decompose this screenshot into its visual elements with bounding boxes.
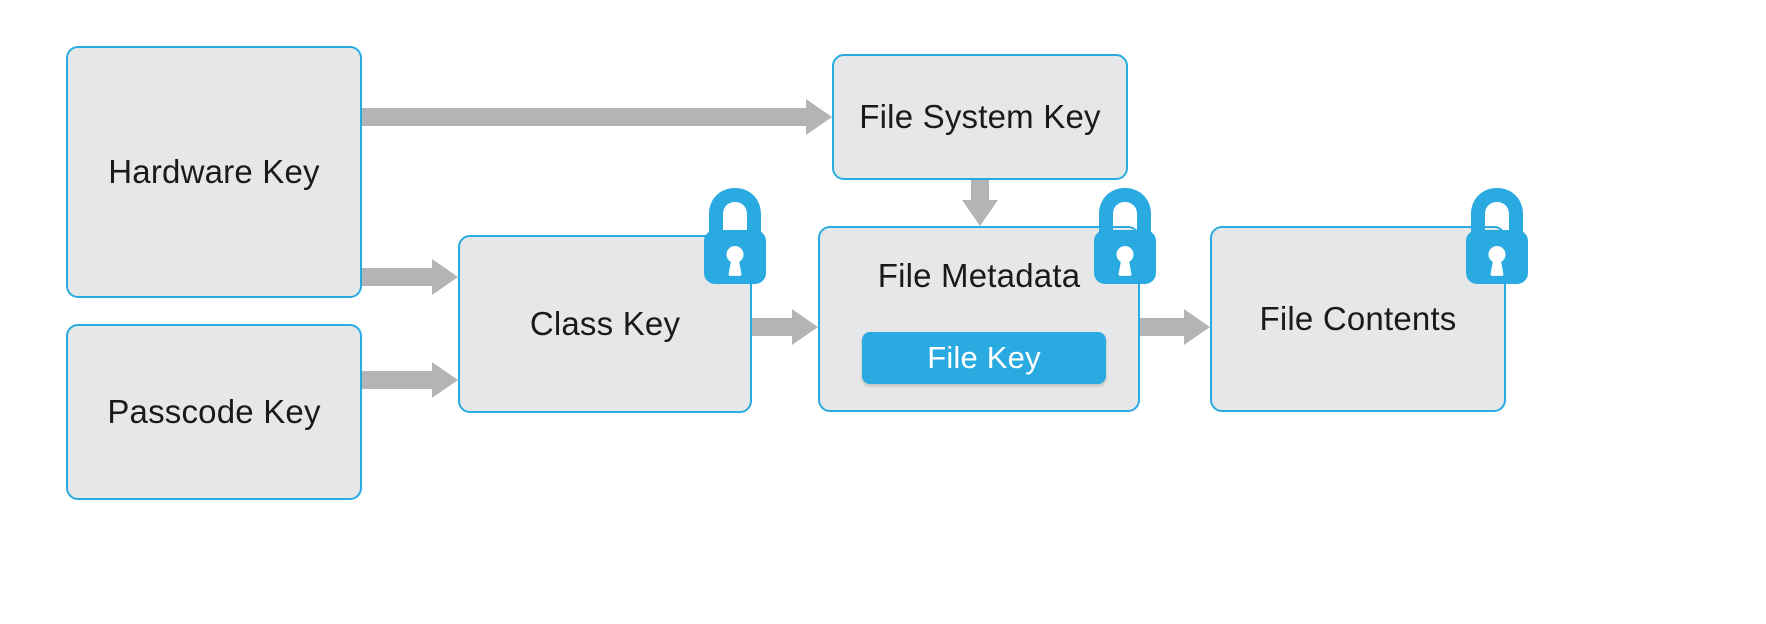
- arrow-shaft: [362, 371, 432, 389]
- arrow-shaft: [362, 268, 432, 286]
- node-file-contents[interactable]: File Contents: [1210, 226, 1506, 412]
- arrow-head: [962, 200, 998, 226]
- node-passcode-key[interactable]: Passcode Key: [66, 324, 362, 500]
- lock-icon: [1092, 186, 1158, 286]
- node-label: File System Key: [859, 97, 1101, 135]
- arrow-shaft: [362, 108, 806, 126]
- node-label: Class Key: [529, 304, 681, 342]
- inner-key-file-key[interactable]: File Key: [862, 332, 1106, 384]
- lock-icon: [1464, 186, 1530, 286]
- arrow-shaft: [971, 180, 989, 200]
- node-hardware-key[interactable]: Hardware Key: [66, 46, 362, 298]
- arrow-shaft: [1140, 318, 1184, 336]
- node-label: Hardware Key: [108, 152, 320, 190]
- arrow-head: [1184, 309, 1210, 345]
- node-file-system-key[interactable]: File System Key: [832, 54, 1128, 180]
- node-label: File Contents: [1259, 299, 1457, 337]
- lock-icon: [702, 186, 768, 286]
- arrow-head: [432, 362, 458, 398]
- arrow-shaft: [752, 318, 792, 336]
- arrow-head: [432, 259, 458, 295]
- arrow-head: [792, 309, 818, 345]
- node-label: Passcode Key: [107, 392, 321, 430]
- arrow-head: [806, 99, 832, 135]
- node-label: File Metadata: [877, 257, 1081, 294]
- inner-key-label: File Key: [927, 339, 1041, 375]
- node-class-key[interactable]: Class Key: [458, 235, 752, 413]
